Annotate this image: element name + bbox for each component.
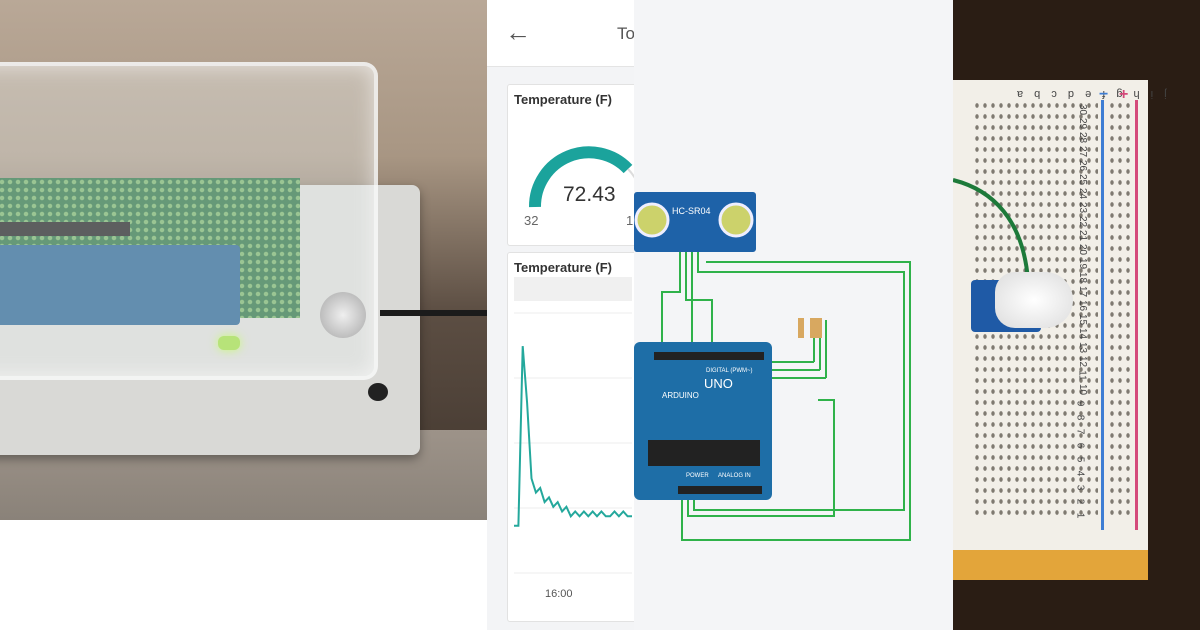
power-analog-header — [678, 486, 762, 494]
wire-led-gnd — [687, 399, 835, 517]
arduino-board-photo — [0, 245, 240, 325]
wire-gnd — [693, 252, 905, 511]
gauge-card-title: Temperature (F) — [514, 92, 612, 107]
power-label: POWER — [686, 473, 709, 479]
status-led — [218, 336, 240, 350]
jumper-wire — [953, 178, 1030, 281]
enclosure-photo — [0, 0, 487, 630]
digital-label: DIGITAL (PWM~) — [706, 368, 753, 374]
lid-screw — [320, 292, 366, 338]
chart-range-bar — [514, 277, 632, 301]
x-tick-label: 16:00 — [545, 588, 573, 600]
gauge-max: 1 — [626, 213, 634, 228]
breadboard-base — [953, 550, 1148, 580]
brand-label: ARDUINO — [662, 391, 699, 400]
wire-vcc — [661, 252, 681, 356]
dashboard-screenshot: ← To Temperature (F) 72.43 32 1 Temperat… — [487, 0, 634, 630]
temperature-line-chart — [514, 312, 632, 574]
positive-rail-line — [1135, 100, 1138, 530]
rail-minus-sign: − — [1099, 86, 1109, 103]
clear-lid — [0, 62, 378, 380]
series-line-temperature — [514, 346, 632, 527]
gauge-card[interactable]: Temperature (F) 72.43 32 1 — [507, 84, 634, 246]
sensor-cable — [380, 310, 487, 316]
potentiometer-knob — [995, 272, 1073, 328]
board-label: UNO — [704, 376, 733, 391]
sensor-label: HC-SR04 — [672, 206, 711, 216]
wire-echo — [691, 252, 713, 356]
wire-5v — [681, 261, 911, 541]
negative-rail-line — [1101, 100, 1104, 530]
atmega-chip — [648, 440, 760, 466]
chart-card[interactable]: Temperature (F) — [507, 252, 634, 622]
gauge-min: 32 — [524, 213, 539, 228]
analog-label: ANALOG IN — [718, 473, 751, 479]
circuit-diagram: HC-SR04 ARDUINO UNO DIGITAL (PWM~) POWER… — [634, 0, 953, 630]
resistors — [798, 318, 822, 338]
back-arrow-icon[interactable]: ← — [505, 17, 531, 47]
circuit-svg: HC-SR04 ARDUINO UNO DIGITAL (PWM~) POWER… — [634, 192, 911, 541]
pin-header — [0, 222, 130, 236]
chart-card-title: Temperature (F) — [514, 260, 612, 275]
rail-plus-sign: + — [1119, 86, 1129, 103]
gauge-fill-arc — [528, 146, 633, 208]
app-topbar: ← To — [487, 0, 634, 67]
sensor-transducer-right — [718, 202, 754, 238]
gauge-widget — [528, 146, 634, 208]
page-title: To — [617, 24, 634, 43]
power-rail-holes — [1108, 100, 1132, 520]
gauge-value: 72.43 — [563, 183, 616, 206]
digital-header — [654, 352, 764, 360]
mounting-hole — [368, 383, 388, 401]
sensor-transducer-left — [634, 202, 670, 238]
wire-trig — [685, 252, 693, 356]
gauge-track-arc — [627, 168, 634, 179]
